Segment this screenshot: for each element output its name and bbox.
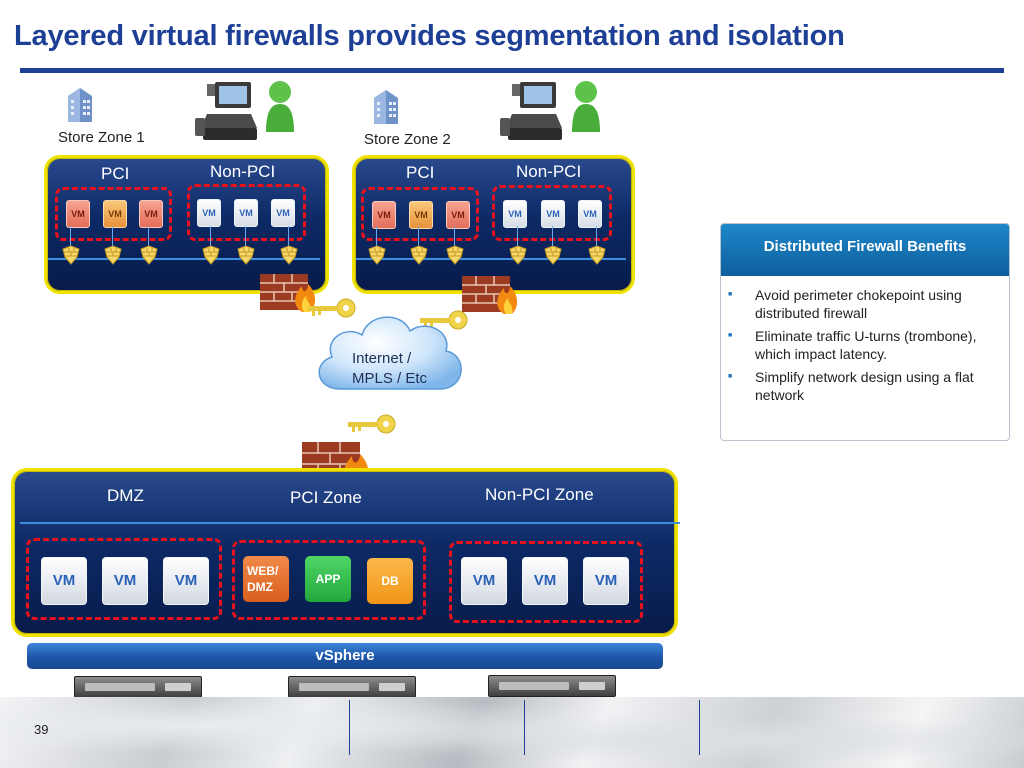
server-host [74, 676, 202, 698]
app-server: APP [305, 556, 351, 602]
cloud-icon [318, 316, 462, 390]
page-number: 39 [34, 722, 49, 737]
vnic-firewall-icon [140, 245, 158, 265]
vsphere-bar: vSphere [27, 643, 663, 669]
pci-zone-label: PCI Zone [290, 488, 362, 507]
web-dmz-server: WEB/ DMZ [243, 556, 289, 602]
store-zone-1-label: Store Zone 1 [58, 129, 145, 146]
vm-box: VM [103, 200, 127, 228]
vm-box: VM [66, 200, 90, 228]
vnic-firewall-icon [237, 245, 255, 265]
footer-divider [699, 700, 700, 755]
vm-box: VM [541, 200, 565, 228]
vm-box: VM [578, 200, 602, 228]
vnic-firewall-icon [368, 245, 386, 265]
network-line [20, 522, 680, 524]
user-icon [266, 81, 294, 132]
benefit-item: Avoid perimeter chokepoint using distrib… [728, 286, 1003, 322]
benefit-item: Simplify network design using a flat net… [728, 368, 1003, 404]
title-divider [20, 68, 1004, 73]
slide-title: Layered virtual firewalls provides segme… [14, 20, 845, 52]
key-icon [348, 414, 396, 434]
db-server: DB [367, 558, 413, 604]
network-line [48, 258, 320, 260]
pos-terminal-icon [500, 82, 562, 140]
vm-box: VM [446, 201, 470, 229]
connector-line [517, 226, 518, 252]
user-icon [572, 81, 600, 132]
vm-box: VM [372, 201, 396, 229]
footer-divider [524, 700, 525, 755]
connector-line [70, 226, 71, 252]
zone1-pci-label: PCI [101, 164, 130, 183]
zone2-pci-group [361, 187, 479, 241]
vm-box: VM [271, 199, 295, 227]
building-icon [68, 88, 92, 122]
connector-line [112, 226, 113, 252]
network-line [356, 258, 626, 260]
vnic-firewall-icon [104, 245, 122, 265]
vm-box: VM [461, 557, 507, 605]
connector-line [596, 226, 597, 252]
cloud-label-line1: Internet / [352, 350, 412, 367]
vnic-firewall-icon [446, 245, 464, 265]
vm-box: VM [102, 557, 148, 605]
connector-line [454, 226, 455, 252]
benefits-title: Distributed Firewall Benefits [721, 224, 1009, 276]
vnic-firewall-icon [280, 245, 298, 265]
nonpci-zone-group [449, 541, 643, 623]
building-icon [374, 90, 398, 124]
server-host [488, 675, 616, 697]
vnic-firewall-icon [588, 245, 606, 265]
dmz-group [26, 538, 222, 620]
benefits-panel: Distributed Firewall Benefits Avoid peri… [720, 223, 1010, 441]
zone1-nonpci-group [187, 184, 306, 241]
connector-line [552, 226, 553, 252]
zone1-nonpci-label: Non-PCI [210, 162, 276, 181]
dmz-label: DMZ [107, 486, 144, 505]
vnic-firewall-icon [410, 245, 428, 265]
zone1-pci-group [55, 187, 172, 241]
pos-terminal-icon [195, 82, 257, 140]
benefit-item: Eliminate traffic U-turns (trombone), wh… [728, 327, 1003, 363]
connector-line [210, 226, 211, 252]
zone2-pci-label: PCI [406, 163, 435, 182]
pci-zone-group [232, 540, 426, 620]
vm-box: VM [197, 199, 221, 227]
vm-box: VM [139, 200, 163, 228]
datacenter-panel [11, 468, 678, 637]
vm-box: VM [41, 557, 87, 605]
benefits-list: Avoid perimeter chokepoint using distrib… [721, 286, 1009, 409]
connector-line [245, 226, 246, 252]
store-zone-2-label: Store Zone 2 [364, 131, 451, 148]
key-icon [308, 298, 356, 318]
server-host [288, 676, 416, 698]
connector-line [288, 226, 289, 252]
zone2-nonpci-label: Non-PCI [516, 162, 582, 181]
connector-line [148, 226, 149, 252]
cloud-label-line2: MPLS / Etc [352, 370, 428, 387]
connector-line [376, 226, 377, 252]
footer-divider [349, 700, 350, 755]
vnic-firewall-icon [62, 245, 80, 265]
vnic-firewall-icon [544, 245, 562, 265]
connector-line [418, 226, 419, 252]
vnic-firewall-icon [509, 245, 527, 265]
vm-box: VM [503, 200, 527, 228]
firewall-icon [462, 276, 518, 314]
vm-box: VM [522, 557, 568, 605]
vm-box: VM [409, 201, 433, 229]
vm-box: VM [234, 199, 258, 227]
vm-box: VM [163, 557, 209, 605]
nonpci-zone-label: Non-PCI Zone [485, 485, 594, 504]
vm-box: VM [583, 557, 629, 605]
footer-band [0, 697, 1024, 768]
vnic-firewall-icon [202, 245, 220, 265]
